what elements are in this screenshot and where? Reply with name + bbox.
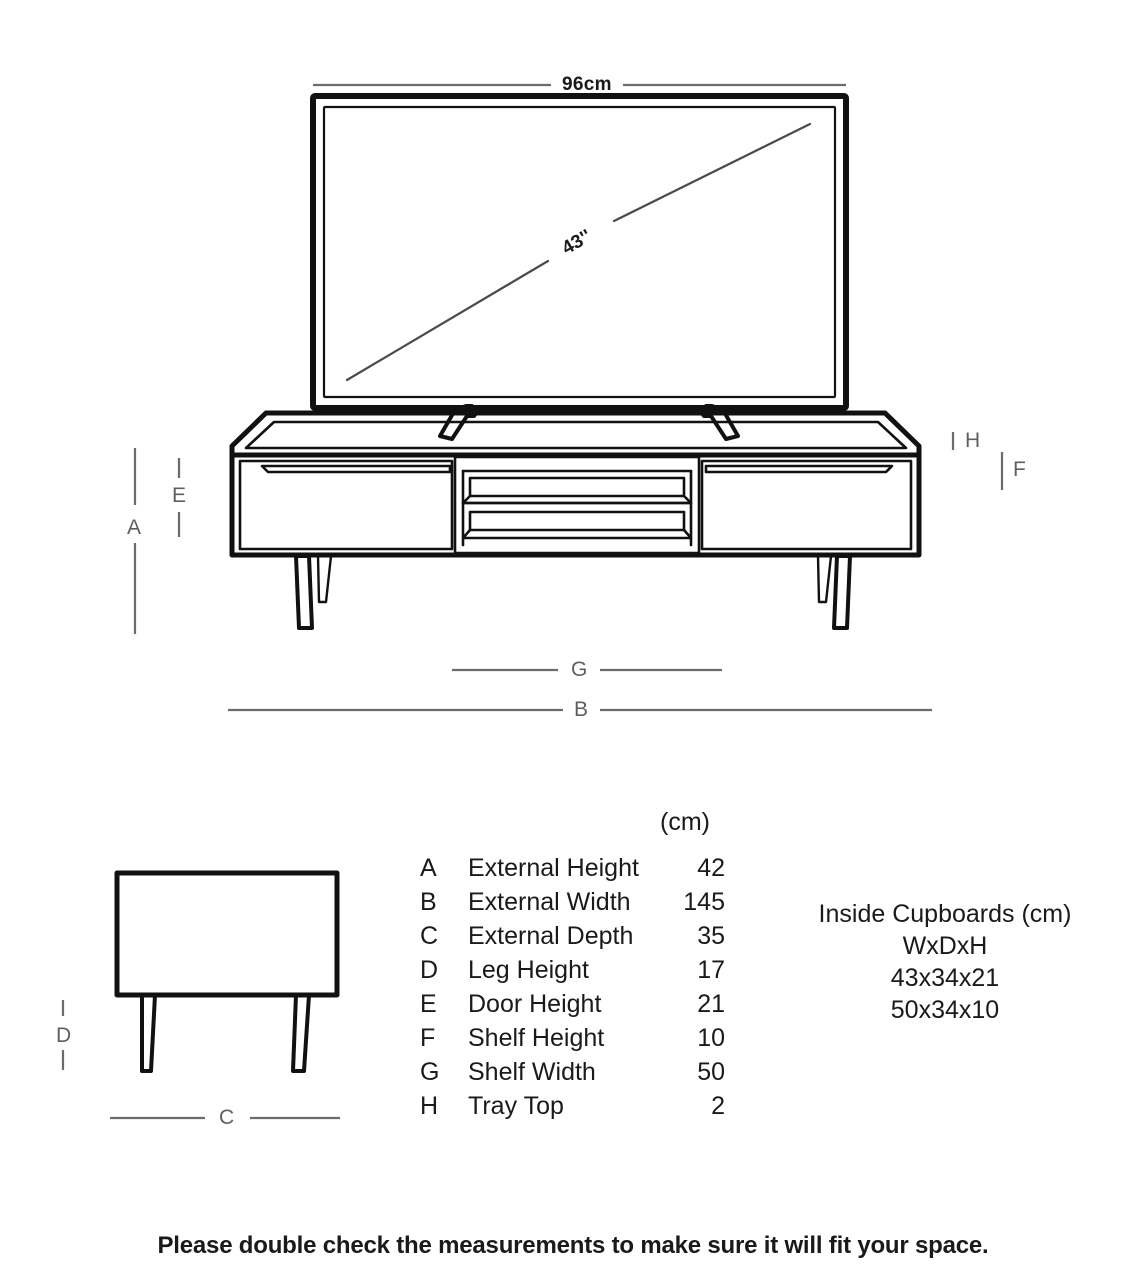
spec-row-value: 50 <box>697 1058 725 1086</box>
cupboards-entry: 50x34x10 <box>890 996 1000 1024</box>
spec-row: C External Depth 35 <box>420 923 725 957</box>
spec-row: A External Height 42 <box>420 855 725 889</box>
spec-row-value: 145 <box>683 888 725 916</box>
dimension-label-g: G <box>571 658 588 681</box>
spec-row-value: 35 <box>697 922 725 950</box>
spec-row-label: Shelf Width <box>468 1058 596 1086</box>
spec-row-value: 10 <box>697 1024 725 1052</box>
dimension-label-d: D <box>56 1024 72 1047</box>
dimension-label-h: H <box>965 429 981 452</box>
inside-cupboards-block: Inside Cupboards (cm) WxDxH 43x34x21 50x… <box>795 898 1095 1026</box>
spec-row-label: Shelf Height <box>468 1024 605 1052</box>
tv-feet <box>438 404 740 441</box>
tv-illustration <box>310 93 849 411</box>
spec-units-header: (cm) <box>660 808 710 836</box>
spec-row-key: A <box>420 854 437 882</box>
spec-row-key: G <box>420 1058 440 1086</box>
spec-row-key: E <box>420 990 437 1018</box>
cupboards-title: Inside Cupboards (cm) <box>818 900 1072 928</box>
spec-row-value: 2 <box>711 1092 725 1120</box>
spec-row-value: 17 <box>697 956 725 984</box>
cupboards-entry: 43x34x21 <box>890 964 1000 992</box>
spec-row-key: B <box>420 888 437 916</box>
spec-row: D Leg Height 17 <box>420 957 725 991</box>
footer-note: Please double check the measurements to … <box>157 1232 989 1259</box>
cupboards-axis-order: WxDxH <box>902 932 988 960</box>
spec-row-label: Door Height <box>468 990 602 1018</box>
dimension-label-a: A <box>127 516 142 539</box>
spec-row-key: C <box>420 922 439 950</box>
spec-row-value: 42 <box>697 854 725 882</box>
dimension-label-c: C <box>219 1106 235 1129</box>
dimension-label-b: B <box>574 698 589 721</box>
dimension-label-e: E <box>172 484 187 507</box>
spec-row-value: 21 <box>697 990 725 1018</box>
spec-row-key: D <box>420 956 439 984</box>
spec-row-label: External Depth <box>468 922 634 950</box>
spec-row: F Shelf Height 10 <box>420 1025 725 1059</box>
side-elevation <box>114 870 340 1073</box>
spec-row-label: Leg Height <box>468 956 589 984</box>
cabinet-legs <box>294 554 852 630</box>
cabinet-body <box>229 452 922 558</box>
spec-row-key: F <box>420 1024 436 1052</box>
cabinet-tray-top <box>229 410 922 458</box>
spec-row: G Shelf Width 50 <box>420 1059 725 1093</box>
cabinet-centre-shelves <box>461 469 693 547</box>
spec-row: B External Width 145 <box>420 889 725 923</box>
spec-row: E Door Height 21 <box>420 991 725 1025</box>
spec-row-label: External Height <box>468 854 639 882</box>
dimension-label-f: F <box>1013 458 1027 481</box>
spec-row-label: External Width <box>468 888 631 916</box>
spec-row-key: H <box>420 1092 439 1120</box>
tv-width-label: 96cm <box>562 74 612 95</box>
spec-row: H Tray Top 2 <box>420 1093 725 1127</box>
spec-row-label: Tray Top <box>468 1092 564 1120</box>
